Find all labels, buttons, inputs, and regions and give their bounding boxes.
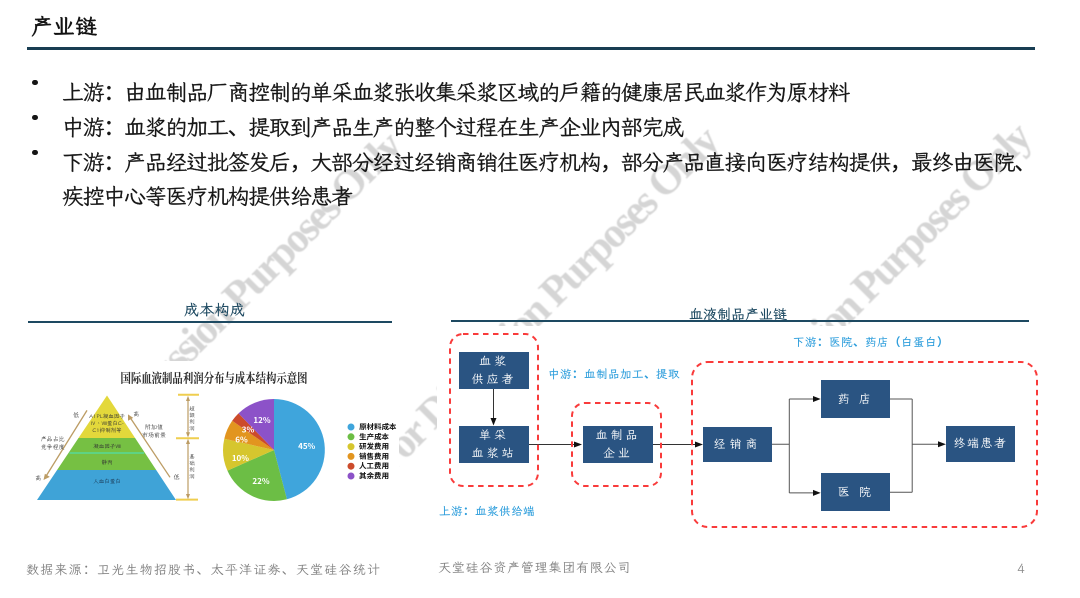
svg-text:高: 高 bbox=[133, 410, 139, 418]
svg-text:人血白蛋白: 人血白蛋白 bbox=[93, 477, 121, 485]
svg-text:销售费用: 销售费用 bbox=[358, 451, 389, 462]
svg-text:45%: 45% bbox=[298, 441, 315, 452]
svg-text:A1PL凝血因子: A1PL凝血因子 bbox=[89, 412, 125, 420]
svg-text:6%: 6% bbox=[235, 435, 248, 446]
svg-text:附加值: 附加值 bbox=[145, 423, 163, 431]
svg-text:其余费用: 其余费用 bbox=[359, 471, 389, 482]
svg-text:22%: 22% bbox=[252, 476, 269, 487]
svg-text:静丙: 静丙 bbox=[101, 458, 113, 466]
svg-text:超额利润: 超额利润 bbox=[188, 406, 196, 432]
svg-text:产品占比: 产品占比 bbox=[41, 435, 65, 443]
svg-text:研发费用: 研发费用 bbox=[359, 441, 389, 452]
svg-text:竞争程度: 竞争程度 bbox=[41, 443, 65, 451]
svg-text:人工费用: 人工费用 bbox=[359, 461, 389, 472]
svg-text:10%: 10% bbox=[232, 453, 249, 464]
svg-text:3%: 3% bbox=[242, 425, 255, 436]
svg-text:C1抑制剂等: C1抑制剂等 bbox=[92, 426, 122, 434]
svg-text:低: 低 bbox=[73, 411, 79, 419]
svg-text:低: 低 bbox=[173, 473, 179, 481]
svg-text:12%: 12% bbox=[253, 415, 270, 426]
svg-text:高: 高 bbox=[35, 474, 41, 482]
svg-text:市场前景: 市场前景 bbox=[142, 431, 166, 439]
svg-text:凝血因子Ⅷ: 凝血因子Ⅷ bbox=[93, 442, 121, 450]
svg-text:Ⅳ、Ⅷ蛋白C-: Ⅳ、Ⅷ蛋白C- bbox=[90, 419, 123, 427]
svg-text:生产成本: 生产成本 bbox=[359, 431, 389, 442]
svg-text:基础利润: 基础利润 bbox=[188, 454, 196, 480]
svg-text:原材料成本: 原材料成本 bbox=[359, 422, 397, 433]
